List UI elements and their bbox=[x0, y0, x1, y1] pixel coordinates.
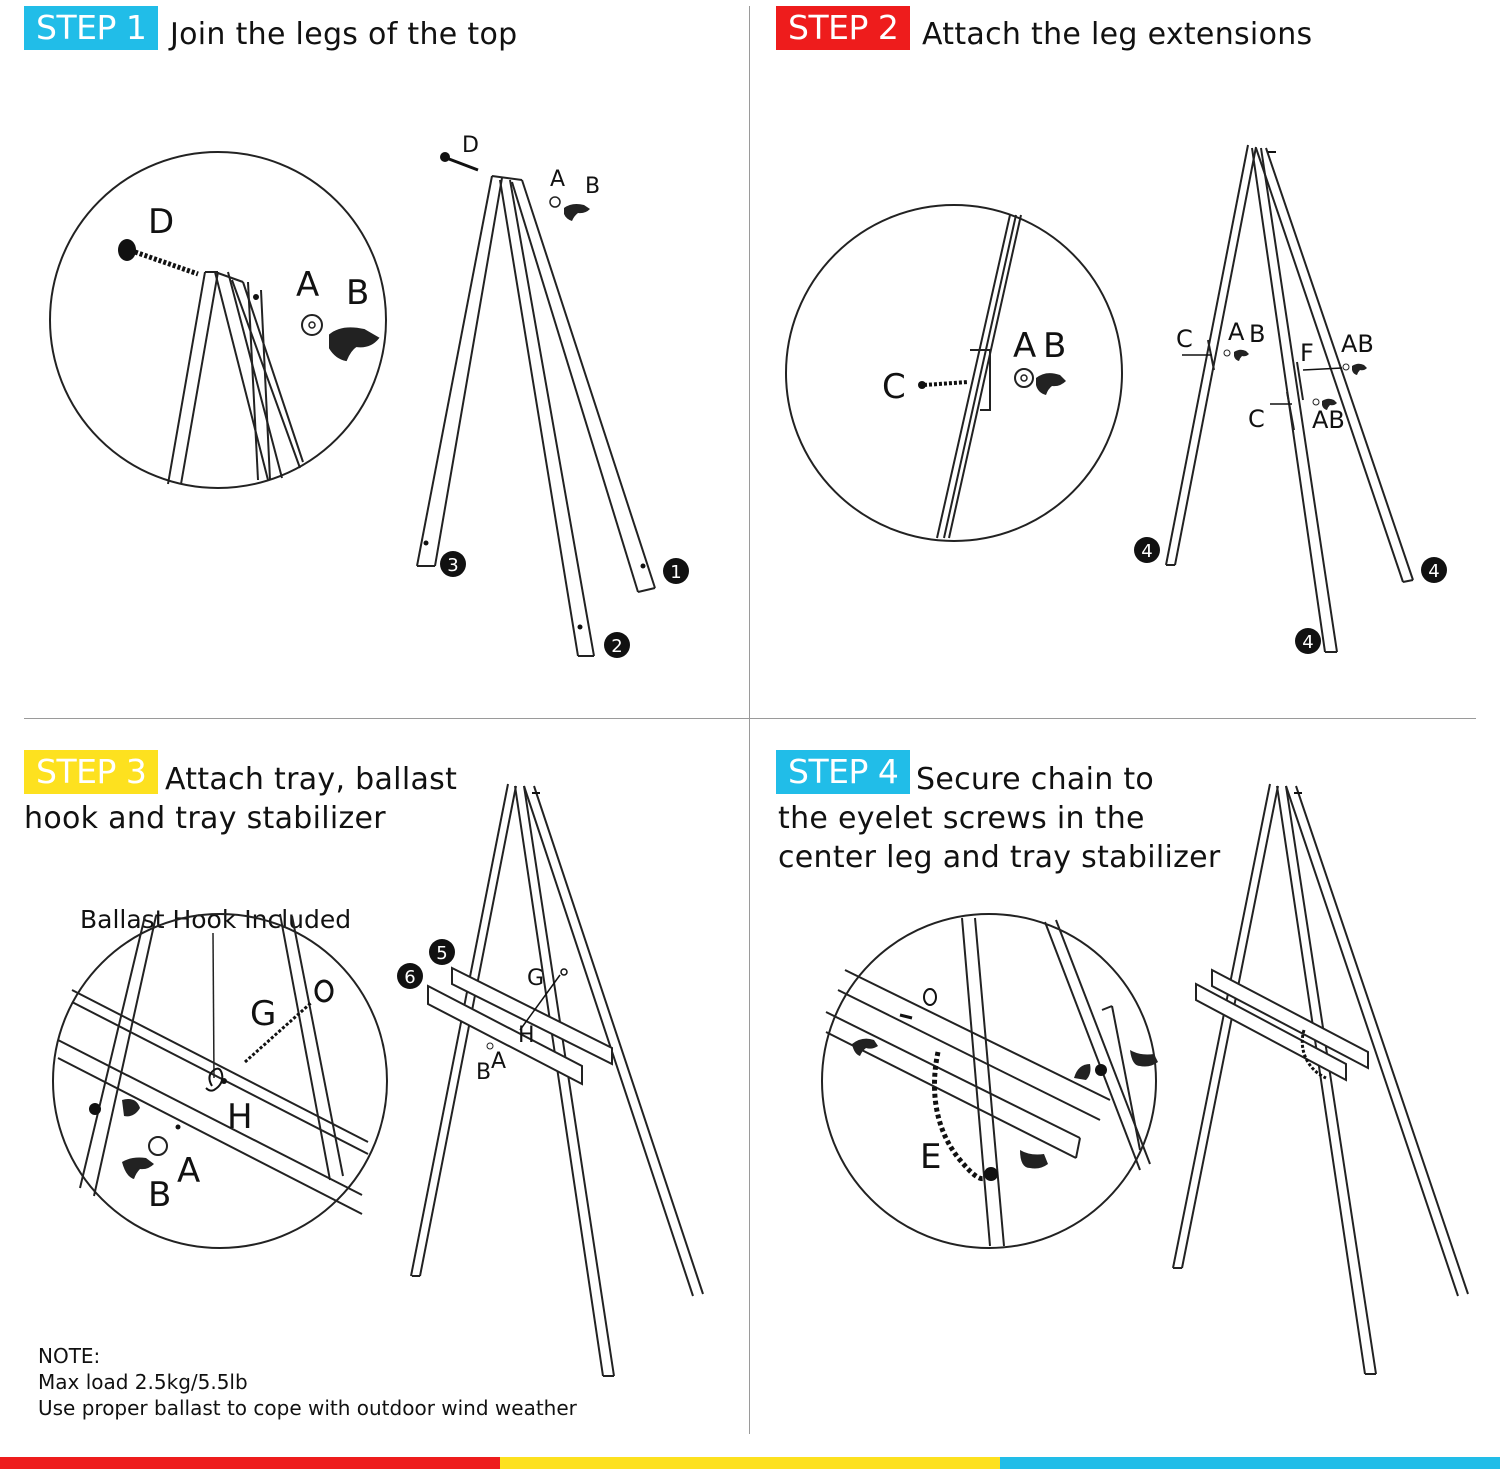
leg-4-marker-center: 4 bbox=[1295, 628, 1321, 654]
part-h-label: H bbox=[227, 1097, 253, 1137]
step-2-title-line: Attach the leg extensions bbox=[922, 17, 1313, 52]
part-d-label: D bbox=[148, 202, 174, 242]
horizontal-divider bbox=[24, 718, 1476, 719]
part-b-label: B bbox=[346, 273, 369, 313]
step-1-washer bbox=[301, 314, 323, 336]
step-2-badge: STEP 2 bbox=[776, 6, 911, 50]
svg-text:4: 4 bbox=[1302, 632, 1313, 653]
step-4-detail-circle bbox=[821, 913, 1157, 1249]
step-2-title: Attach the leg extensions bbox=[922, 15, 1312, 54]
step-1-detail-circle bbox=[49, 151, 387, 489]
part-b-label-small: B bbox=[585, 174, 600, 199]
part-a-label-small: A bbox=[550, 167, 565, 192]
step-2-detail-circle bbox=[785, 204, 1123, 542]
color-bar-blue bbox=[1000, 1457, 1500, 1469]
part-a-label-2: A bbox=[1013, 326, 1036, 366]
step-3-badge: STEP 3 bbox=[24, 750, 159, 794]
vertical-divider bbox=[749, 6, 750, 1434]
step-1-detail-hole bbox=[253, 294, 259, 300]
svg-text:B: B bbox=[148, 1175, 171, 1215]
part-b-label-2: B bbox=[1043, 326, 1066, 366]
step-1-easel-legs bbox=[416, 175, 656, 657]
part-f-label: F bbox=[1300, 339, 1314, 367]
step-3-figure: G H A B G H A B 5 6 bbox=[52, 783, 704, 1377]
step-4-detail-frame bbox=[825, 917, 1151, 1247]
part-d-label-small: D bbox=[462, 133, 479, 158]
svg-text:5: 5 bbox=[436, 943, 447, 964]
svg-text:4: 4 bbox=[1428, 561, 1439, 582]
svg-text:AB: AB bbox=[1312, 406, 1345, 434]
svg-text:G: G bbox=[527, 966, 544, 991]
step-2-detail-bolt bbox=[918, 380, 969, 389]
step-1-title-line: Join the legs of the top bbox=[170, 17, 518, 52]
note-heading: NOTE: bbox=[38, 1344, 101, 1368]
ballast-hook-callout: Ballast Hook Included bbox=[80, 905, 352, 934]
step-3-detail-circle bbox=[52, 913, 388, 1249]
tray-5-marker: 5 bbox=[429, 939, 455, 965]
svg-text:B: B bbox=[1249, 320, 1265, 348]
svg-text:6: 6 bbox=[404, 967, 415, 988]
part-e-label: E bbox=[920, 1137, 941, 1177]
leg-1-marker: 1 bbox=[663, 558, 689, 584]
leg-4-marker-left: 4 bbox=[1134, 537, 1160, 563]
step-3-detail-frame bbox=[57, 913, 369, 1215]
leg-3-marker: 3 bbox=[440, 551, 466, 577]
step-4-title-line-1: Secure chain to bbox=[916, 762, 1155, 797]
svg-text:A: A bbox=[491, 1049, 506, 1074]
step-1-title: Join the legs of the top bbox=[170, 15, 517, 54]
svg-text:4: 4 bbox=[1141, 541, 1152, 562]
ballast-hook-h bbox=[205, 1067, 227, 1092]
step-3-easel-legs bbox=[410, 783, 704, 1377]
svg-text:3: 3 bbox=[447, 555, 458, 576]
part-g-label: G bbox=[250, 994, 276, 1034]
step-3-title: Attach tray, ballast hook and tray stabi… bbox=[24, 760, 457, 838]
step-3-title-line-2: hook and tray stabilizer bbox=[24, 801, 386, 836]
svg-text:A: A bbox=[1228, 318, 1245, 346]
step-4-badge: STEP 4 bbox=[776, 750, 911, 794]
part-c-label: C bbox=[882, 367, 906, 407]
svg-text:C: C bbox=[1248, 405, 1265, 433]
tray-6-marker: 6 bbox=[397, 963, 423, 989]
step-2-figure: C A B C A B F AB C AB 4 4 4 bbox=[785, 144, 1447, 654]
step-4-title-line-3: center leg and tray stabilizer bbox=[778, 840, 1221, 875]
step-1-badge: STEP 1 bbox=[24, 6, 159, 50]
part-a-label: A bbox=[296, 265, 319, 305]
svg-text:2: 2 bbox=[611, 636, 622, 657]
color-bar-yellow bbox=[500, 1457, 1000, 1469]
note-block: NOTE: Max load 2.5kg/5.5lb Use proper ba… bbox=[38, 1343, 577, 1421]
step-4-figure: E bbox=[821, 783, 1469, 1375]
leg-2-marker: 2 bbox=[604, 632, 630, 658]
step-3-title-line-1: Attach tray, ballast bbox=[165, 762, 458, 797]
step-2-small-bolts bbox=[1182, 354, 1343, 405]
step-1-detail-bolt bbox=[118, 239, 199, 277]
svg-text:B: B bbox=[476, 1060, 491, 1085]
step-2-detail-leg bbox=[936, 214, 1022, 539]
footer-color-bar bbox=[0, 1457, 1500, 1469]
svg-text:AB: AB bbox=[1341, 330, 1374, 358]
step-2-easel-legs bbox=[1165, 144, 1414, 653]
leg-4-marker-right: 4 bbox=[1421, 557, 1447, 583]
step-1-figure: D A B D A B 3 1 2 bbox=[49, 133, 689, 658]
svg-text:A: A bbox=[177, 1151, 200, 1191]
step-3-tray bbox=[427, 966, 613, 1086]
step-1-wing-nut bbox=[329, 327, 380, 362]
step-4-chain bbox=[931, 1051, 998, 1182]
step-4-title-line-2: the eyelet screws in the bbox=[778, 801, 1145, 836]
note-line-max-load: Max load 2.5kg/5.5lb bbox=[38, 1370, 248, 1394]
eyelet-screw-g bbox=[243, 979, 334, 1064]
step-4-easel-legs bbox=[1172, 783, 1469, 1375]
svg-text:C: C bbox=[1176, 325, 1193, 353]
color-bar-red bbox=[0, 1457, 500, 1469]
svg-text:1: 1 bbox=[670, 562, 681, 583]
note-line-ballast: Use proper ballast to cope with outdoor … bbox=[38, 1396, 577, 1420]
svg-text:H: H bbox=[518, 1023, 535, 1048]
step-1-detail-legs bbox=[167, 271, 304, 485]
step-4-tray bbox=[1195, 968, 1369, 1082]
step-4-title: Secure chain to the eyelet screws in the… bbox=[778, 760, 1221, 877]
step-1-top-bolt bbox=[440, 152, 479, 172]
